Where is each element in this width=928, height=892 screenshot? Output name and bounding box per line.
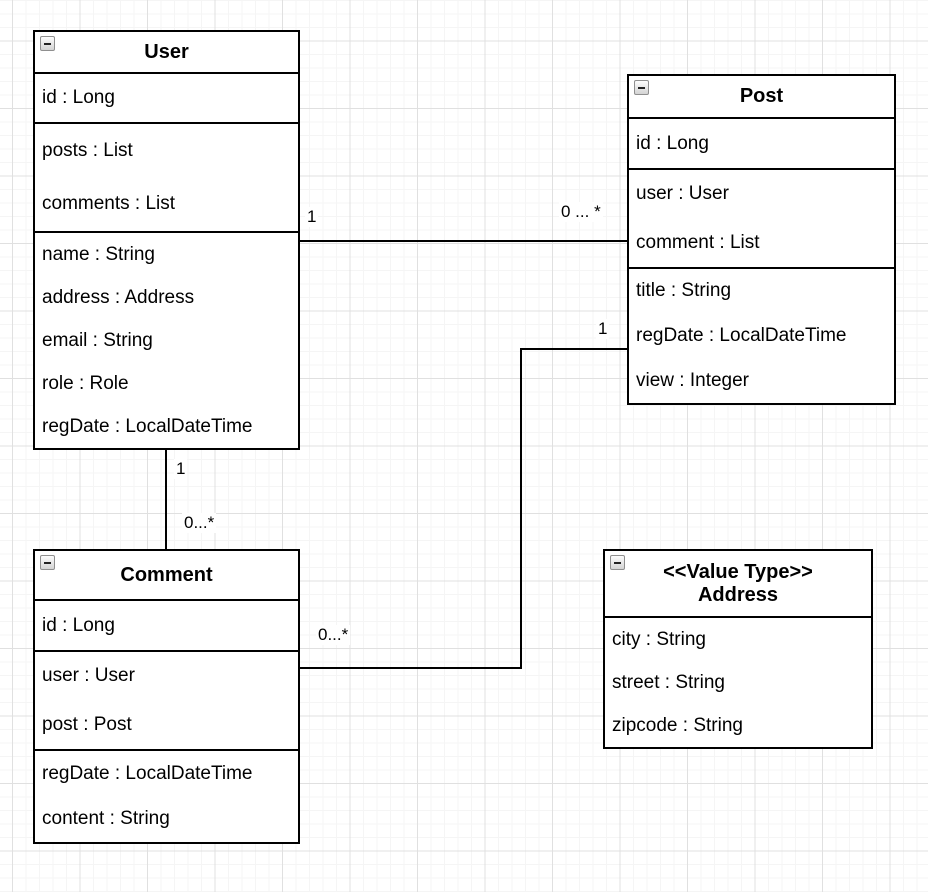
attribute-row[interactable]: comments : List bbox=[42, 193, 176, 215]
attribute-section: name : String address : Address email : … bbox=[35, 231, 298, 448]
attribute-row[interactable]: posts : List bbox=[42, 139, 133, 161]
attribute-section: id : Long bbox=[35, 72, 298, 122]
attribute-row[interactable]: zipcode : String bbox=[612, 714, 743, 736]
attribute-section: user : User post : Post bbox=[35, 650, 298, 749]
collapse-icon[interactable] bbox=[610, 555, 625, 570]
attribute-row[interactable]: address : Address bbox=[42, 286, 195, 308]
class-box-comment[interactable]: Comment id : Long user : User post : Pos… bbox=[33, 549, 300, 844]
connector-comment-post[interactable] bbox=[300, 348, 627, 669]
attribute-row[interactable]: user : User bbox=[42, 665, 135, 687]
attribute-row[interactable]: regDate : LocalDateTime bbox=[636, 325, 847, 346]
collapse-icon[interactable] bbox=[634, 80, 649, 95]
attribute-section: posts : List comments : List bbox=[35, 122, 298, 231]
class-header-user: User bbox=[35, 32, 298, 72]
class-box-user[interactable]: User id : Long posts : List comments : L… bbox=[33, 30, 300, 450]
class-title: Post bbox=[739, 85, 784, 107]
class-title: User bbox=[144, 40, 189, 63]
attribute-section: id : Long bbox=[629, 117, 894, 168]
class-title: Comment bbox=[120, 563, 213, 586]
attribute-row[interactable]: regDate : LocalDateTime bbox=[42, 762, 253, 784]
attribute-section: id : Long bbox=[35, 599, 298, 650]
attribute-row[interactable]: content : String bbox=[42, 808, 170, 830]
attribute-section: title : String regDate : LocalDateTime v… bbox=[629, 267, 894, 403]
attribute-row[interactable]: user : User bbox=[636, 183, 729, 205]
attribute-row[interactable]: title : String bbox=[636, 280, 732, 302]
attribute-section: user : User comment : List bbox=[629, 168, 894, 267]
attribute-row[interactable]: post : Post bbox=[42, 713, 132, 735]
attribute-row[interactable]: id : Long bbox=[42, 87, 115, 108]
attribute-row[interactable]: id : Long bbox=[42, 614, 115, 636]
attribute-row[interactable]: name : String bbox=[42, 243, 155, 265]
attribute-row[interactable]: street : String bbox=[612, 671, 725, 693]
attribute-section: regDate : LocalDateTime content : String bbox=[35, 749, 298, 842]
class-title-group: <<Value Type>> Address bbox=[663, 561, 813, 607]
attribute-row[interactable]: id : Long bbox=[636, 132, 709, 154]
collapse-icon[interactable] bbox=[40, 36, 55, 51]
class-header-comment: Comment bbox=[35, 551, 298, 599]
attribute-row[interactable]: regDate : LocalDateTime bbox=[42, 415, 253, 437]
multiplicity-label-comment-post-source[interactable]: 0...* bbox=[316, 625, 351, 645]
class-stereotype: <<Value Type>> bbox=[663, 560, 813, 583]
class-header-post: Post bbox=[629, 76, 894, 117]
class-box-post[interactable]: Post id : Long user : User comment : Lis… bbox=[627, 74, 896, 405]
collapse-icon[interactable] bbox=[40, 555, 55, 570]
class-box-address[interactable]: <<Value Type>> Address city : String str… bbox=[603, 549, 873, 749]
multiplicity-label-comment-post-target[interactable]: 1 bbox=[596, 319, 610, 339]
multiplicity-label-user-comment-target[interactable]: 0...* bbox=[182, 513, 217, 533]
attribute-row[interactable]: city : String bbox=[612, 628, 706, 650]
minus-glyph bbox=[44, 42, 51, 45]
multiplicity-label-user-post-target[interactable]: 0 ... * bbox=[559, 202, 603, 222]
multiplicity-label-user-post-source[interactable]: 1 bbox=[305, 207, 319, 227]
minus-glyph bbox=[614, 561, 621, 564]
attribute-section: city : String street : String zipcode : … bbox=[605, 616, 871, 747]
attribute-row[interactable]: role : Role bbox=[42, 372, 129, 394]
minus-glyph bbox=[44, 561, 51, 564]
class-header-address: <<Value Type>> Address bbox=[605, 551, 871, 616]
attribute-row[interactable]: comment : List bbox=[636, 231, 760, 253]
minus-glyph bbox=[638, 86, 645, 89]
multiplicity-label-user-comment-source[interactable]: 1 bbox=[174, 459, 188, 479]
attribute-row[interactable]: view : Integer bbox=[636, 369, 749, 391]
class-title: Address bbox=[697, 583, 778, 606]
attribute-row[interactable]: email : String bbox=[42, 329, 153, 351]
